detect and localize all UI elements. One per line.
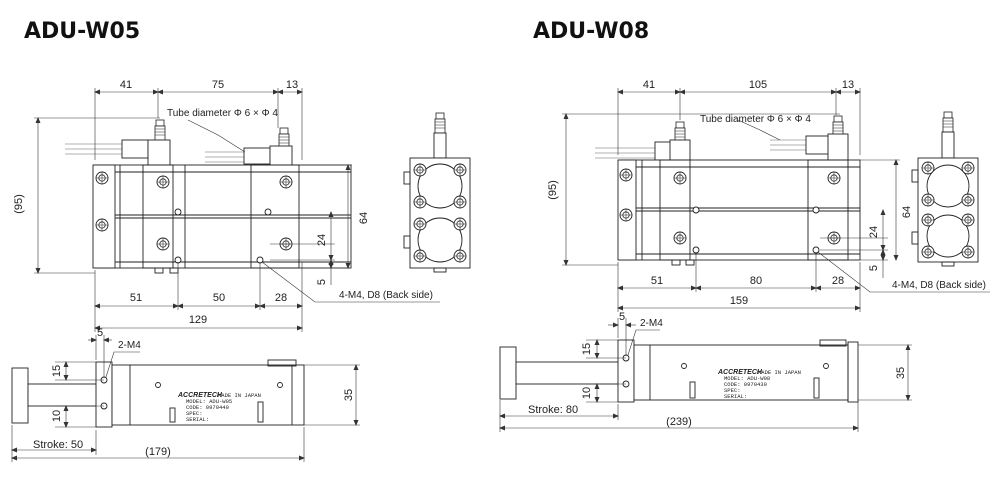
w05-side-dimensions: [11, 335, 360, 462]
w08-tube-note: Tube diameter Φ 6 × Φ 4: [700, 114, 811, 125]
w05-tap-note: 2-M4: [118, 340, 141, 351]
w08-dim-51: 51: [651, 275, 663, 287]
w08-nameplate: ACCRETECH MADE IN JAPAN MODEL: ADU-W08 C…: [717, 369, 801, 400]
w08-dim-105: 105: [749, 79, 767, 91]
w05-dim-24: 24: [316, 234, 328, 246]
w08-side-dim-15: 15: [581, 343, 593, 355]
title-adu-w05: ADU-W05: [24, 19, 141, 44]
w08-plate-code: CODE: 0970430: [724, 381, 767, 388]
w05-side-dim-5: 5: [97, 327, 103, 339]
w08-side-dimension-text: 5 2-M4 15 10 35 Stroke: 80 (239): [528, 311, 907, 428]
w05-plate-serial: SERIAL:: [186, 416, 209, 423]
w08-plate-brand: ACCRETECH: [717, 369, 763, 376]
w05-dim-5: 5: [316, 279, 328, 285]
w05-dim-51: 51: [130, 292, 142, 304]
w05-dim-95: (95): [13, 194, 25, 214]
w08-stroke-note: Stroke: 80: [528, 404, 578, 416]
w05-plate-spec: SPEC:: [186, 410, 203, 417]
w08-plate-spec: SPEC:: [724, 387, 741, 394]
w08-dim-41: 41: [643, 79, 655, 91]
w08-side-dimensions: [499, 318, 912, 432]
w05-dim-41: 41: [120, 79, 132, 91]
w05-dim-129: 129: [189, 314, 207, 326]
w05-dim-13: 13: [286, 79, 298, 91]
w08-dim-5: 5: [868, 265, 880, 271]
w05-dimension-text: 41 75 13 (95) 64 24 5 51 50 28 129 Tube …: [13, 79, 433, 326]
w05-nameplate: ACCRETECH MADE IN JAPAN MODEL: ADU-W05 C…: [177, 392, 261, 423]
w08-dimensions: [562, 88, 990, 312]
w05-dim-28: 28: [275, 292, 287, 304]
w05-dim-75: 75: [212, 79, 224, 91]
w08-tap-note: 2-M4: [640, 318, 663, 329]
w08-dim-80: 80: [750, 275, 762, 287]
w05-side-dim-15: 15: [51, 365, 63, 377]
title-adu-w08: ADU-W08: [533, 19, 650, 44]
w08-dim-64: 64: [901, 206, 913, 218]
w05-tube-note: Tube diameter Φ 6 × Φ 4: [167, 108, 278, 119]
w05-plate-code: CODE: 0970440: [186, 404, 229, 411]
w05-mount-note: 4-M4, D8 (Back side): [339, 290, 433, 301]
w08-plate-model: MODEL: ADU-W08: [724, 375, 770, 382]
w08-mount-note: 4-M4, D8 (Back side): [892, 280, 986, 291]
w08-side-dim-10: 10: [581, 387, 593, 399]
w05-plate-model: MODEL: ADU-W05: [186, 398, 232, 405]
w05-stroke-note: Stroke: 50: [33, 439, 83, 451]
w05-side-dim-10: 10: [51, 410, 63, 422]
w05-side-view: [11, 359, 305, 428]
w08-dim-24: 24: [868, 226, 880, 238]
w08-side-dim-35: 35: [895, 367, 907, 379]
w05-plate-made: MADE IN JAPAN: [218, 392, 261, 399]
w05-front-view: [65, 119, 352, 274]
w08-dim-13: 13: [842, 79, 854, 91]
w05-dim-50: 50: [213, 292, 225, 304]
w08-dim-159: 159: [730, 295, 748, 307]
w08-dim-95: (95): [547, 180, 559, 200]
w05-side-dim-179: (179): [145, 446, 171, 458]
w08-dim-28: 28: [832, 275, 844, 287]
w05-side-dimension-text: 5 2-M4 15 10 35 Stroke: 50 (179): [33, 327, 355, 458]
w05-side-dim-35: 35: [343, 389, 355, 401]
w08-front-view: [595, 115, 861, 266]
w08-dimension-text: 41 105 13 (95) 64 24 5 51 80 28 159 Tube…: [547, 79, 986, 307]
w08-plate-serial: SERIAL:: [724, 393, 747, 400]
w05-end-view: [403, 112, 471, 273]
w05-dim-64: 64: [358, 212, 370, 224]
w08-side-view: [499, 339, 859, 403]
w08-end-view: [911, 111, 979, 267]
w05-dimensions: [34, 88, 440, 332]
w08-side-dim-239: (239): [666, 416, 692, 428]
w05-plate-brand: ACCRETECH: [177, 392, 223, 399]
w08-plate-made: MADE IN JAPAN: [758, 369, 801, 376]
w08-side-dim-5: 5: [619, 311, 625, 323]
